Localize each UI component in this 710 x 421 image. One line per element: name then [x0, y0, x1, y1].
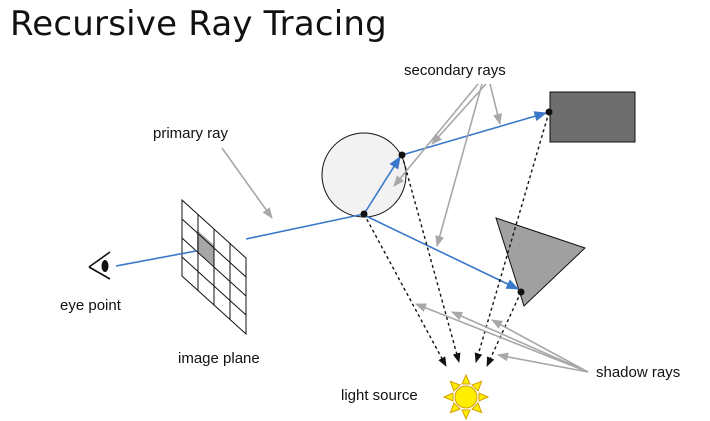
- image-plane-pixel: [197, 230, 214, 266]
- label-shadow-rays: shadow rays: [596, 364, 681, 381]
- triangle-object: [495, 217, 586, 307]
- hit-point-sphere-top: [398, 151, 406, 159]
- image-plane: [181, 198, 247, 336]
- label-primary-ray: primary ray: [153, 125, 229, 142]
- secondary-rays-pointers: [393, 83, 502, 248]
- label-secondary-rays: secondary rays: [404, 62, 506, 79]
- ray-sphere-to-triangle: [365, 215, 520, 290]
- hit-point-sphere-bottom: [360, 210, 368, 218]
- rectangle-object: [549, 91, 636, 143]
- hit-point-triangle: [517, 288, 525, 296]
- shadow-ray-lines: [363, 111, 550, 367]
- ray-plane-to-sphere: [245, 213, 365, 240]
- slide-title: Recursive Ray Tracing: [10, 4, 387, 44]
- ray-top-to-rectangle: [401, 111, 548, 156]
- label-image-plane: image plane: [178, 350, 260, 367]
- shadow-rays-pointers: [414, 303, 589, 373]
- label-eye-point: eye point: [60, 297, 121, 314]
- sun-icon: [442, 373, 490, 421]
- eye-icon: [88, 251, 111, 280]
- hit-point-rectangle: [545, 108, 553, 116]
- label-light-source: light source: [341, 387, 418, 404]
- ray-eye-to-plane: [115, 250, 197, 267]
- sphere: [321, 132, 407, 218]
- primary-ray-pointer: [221, 147, 273, 219]
- ray-sphere-to-top: [363, 155, 401, 215]
